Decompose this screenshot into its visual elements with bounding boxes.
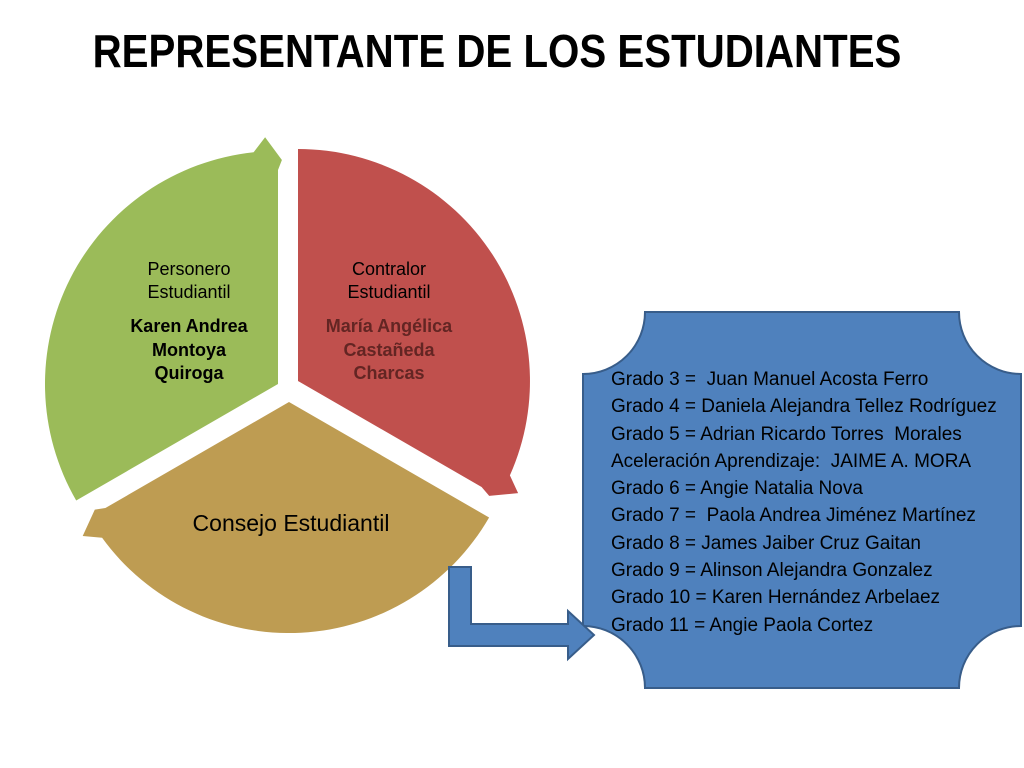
representative-line: Grado 9 = Alinson Alejandra Gonzalez xyxy=(611,560,933,582)
representative-line: Grado 10 = Karen Hernández Arbelaez xyxy=(611,587,941,609)
name-line: Charcas xyxy=(353,363,425,383)
representative-line: Grado 6 = Angie Natalia Nova xyxy=(611,478,863,500)
role-line: Estudiantil xyxy=(347,282,431,302)
role-line: Contralor xyxy=(351,259,427,279)
representative-line: Grado 7 = Paola Andrea Jiménez Martínez xyxy=(611,505,976,527)
representative-line: Grado 8 = James Jaiber Cruz Gaitan xyxy=(611,532,921,554)
role-line: Personero xyxy=(147,259,231,279)
personero-role: Personero Estudiantil xyxy=(109,258,269,304)
name-line: Montoya xyxy=(152,339,226,360)
representative-line: Grado 5 = Adrian Ricardo Torres Morales xyxy=(611,423,962,445)
contralor-role: Contralor Estudiantil xyxy=(309,258,469,304)
representative-line: Grado 3 = Juan Manuel Acosta Ferro xyxy=(611,369,929,390)
slide-title: REPRESENTANTE DE LOS ESTUDIANTES xyxy=(92,25,902,77)
representative-line: Aceleración Aprendizaje: JAIME A. MORA xyxy=(611,450,972,472)
contralor-name: María Angélica Castañeda Charcas xyxy=(309,315,469,386)
contralor-text: Contralor Estudiantil María Angélica Cas… xyxy=(309,258,469,386)
name-line: Quiroga xyxy=(154,363,224,383)
segment-personero xyxy=(44,137,282,501)
personero-name: Karen Andrea Montoya Quiroga xyxy=(109,315,269,386)
name-line: María Angélica xyxy=(325,316,453,336)
representatives-list: Grado 3 = Juan Manuel Acosta Ferro Grado… xyxy=(611,366,1011,639)
representative-line: Grado 11 = Angie Paola Cortez xyxy=(611,614,874,636)
role-line: Estudiantil xyxy=(147,282,231,302)
name-line: Castañeda xyxy=(343,339,435,360)
segment-consejo xyxy=(82,402,490,634)
representatives-plaque xyxy=(582,311,1022,689)
representative-line: Grado 4 = Daniela Alejandra Tellez Rodrí… xyxy=(611,396,997,418)
segment-contralor xyxy=(298,149,530,496)
connector-arrow xyxy=(448,566,596,662)
personero-text: Personero Estudiantil Karen Andrea Monto… xyxy=(109,258,269,386)
name-line: Karen Andrea xyxy=(130,316,248,336)
consejo-label: Consejo Estudiantil xyxy=(192,510,390,536)
